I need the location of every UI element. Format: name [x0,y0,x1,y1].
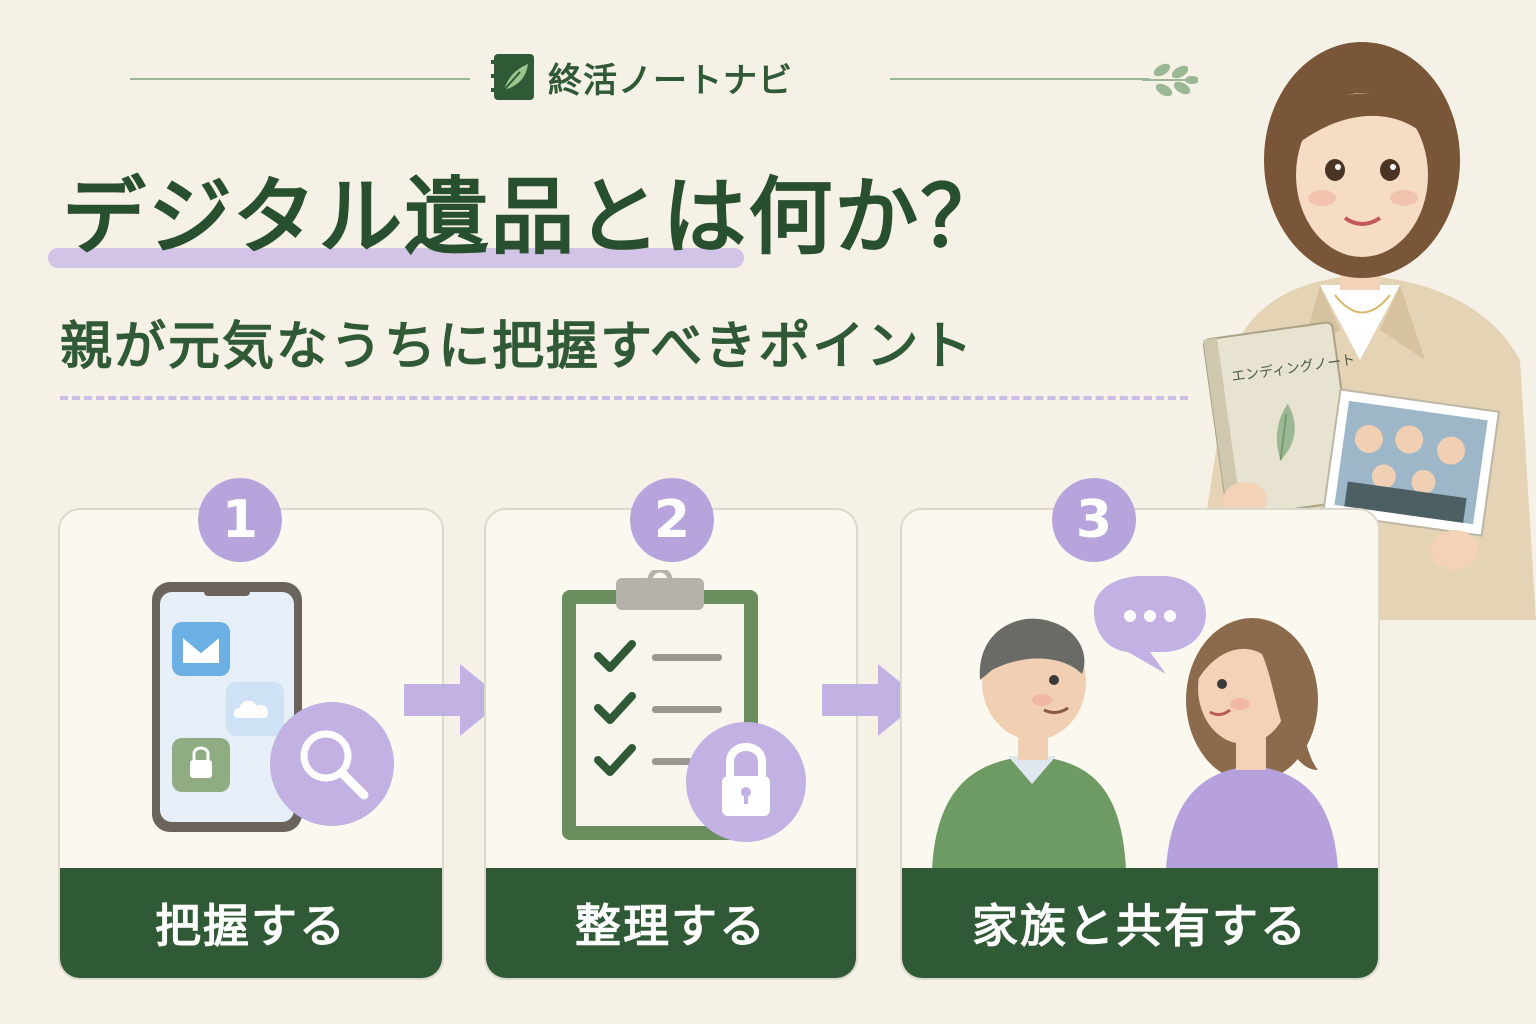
family-conversation-icon [932,576,1338,870]
step-2-label: 整理する [575,899,767,953]
dashed-divider [60,396,1188,400]
brand-divider-left [130,78,470,80]
step-card-3: 家族と共有する [900,508,1380,980]
arrow-right-icon [404,664,504,736]
step-card-2: 整理する [484,508,858,980]
step-3-footer: 家族と共有する [902,868,1378,978]
page-subtitle: 親が元気なうちに把握すべきポイント [60,317,975,377]
step-3-number: 3 [1052,478,1136,562]
brand-logo: 終活ノートナビ [490,52,793,102]
step-1-label: 把握する [155,899,347,953]
brand-divider-right [890,78,1150,80]
leaf-sprig-icon [1142,63,1198,97]
notebook-leaf-icon [491,54,534,100]
title-highlight [48,248,744,268]
page-title: デジタル遺品とは何か？ [62,168,1007,266]
clipboard-lock-icon [562,570,806,842]
brand-name: 終活ノートナビ [548,60,793,101]
step-1-number: 1 [198,478,282,562]
smartphone-search-icon [152,582,394,832]
step-card-1: 把握する [58,508,444,980]
step-3-label: 家族と共有する [972,899,1308,953]
step-2-footer: 整理する [486,868,856,978]
step-2-number: 2 [630,478,714,562]
step-1-footer: 把握する [60,868,442,978]
arrow-right-icon [822,664,922,736]
